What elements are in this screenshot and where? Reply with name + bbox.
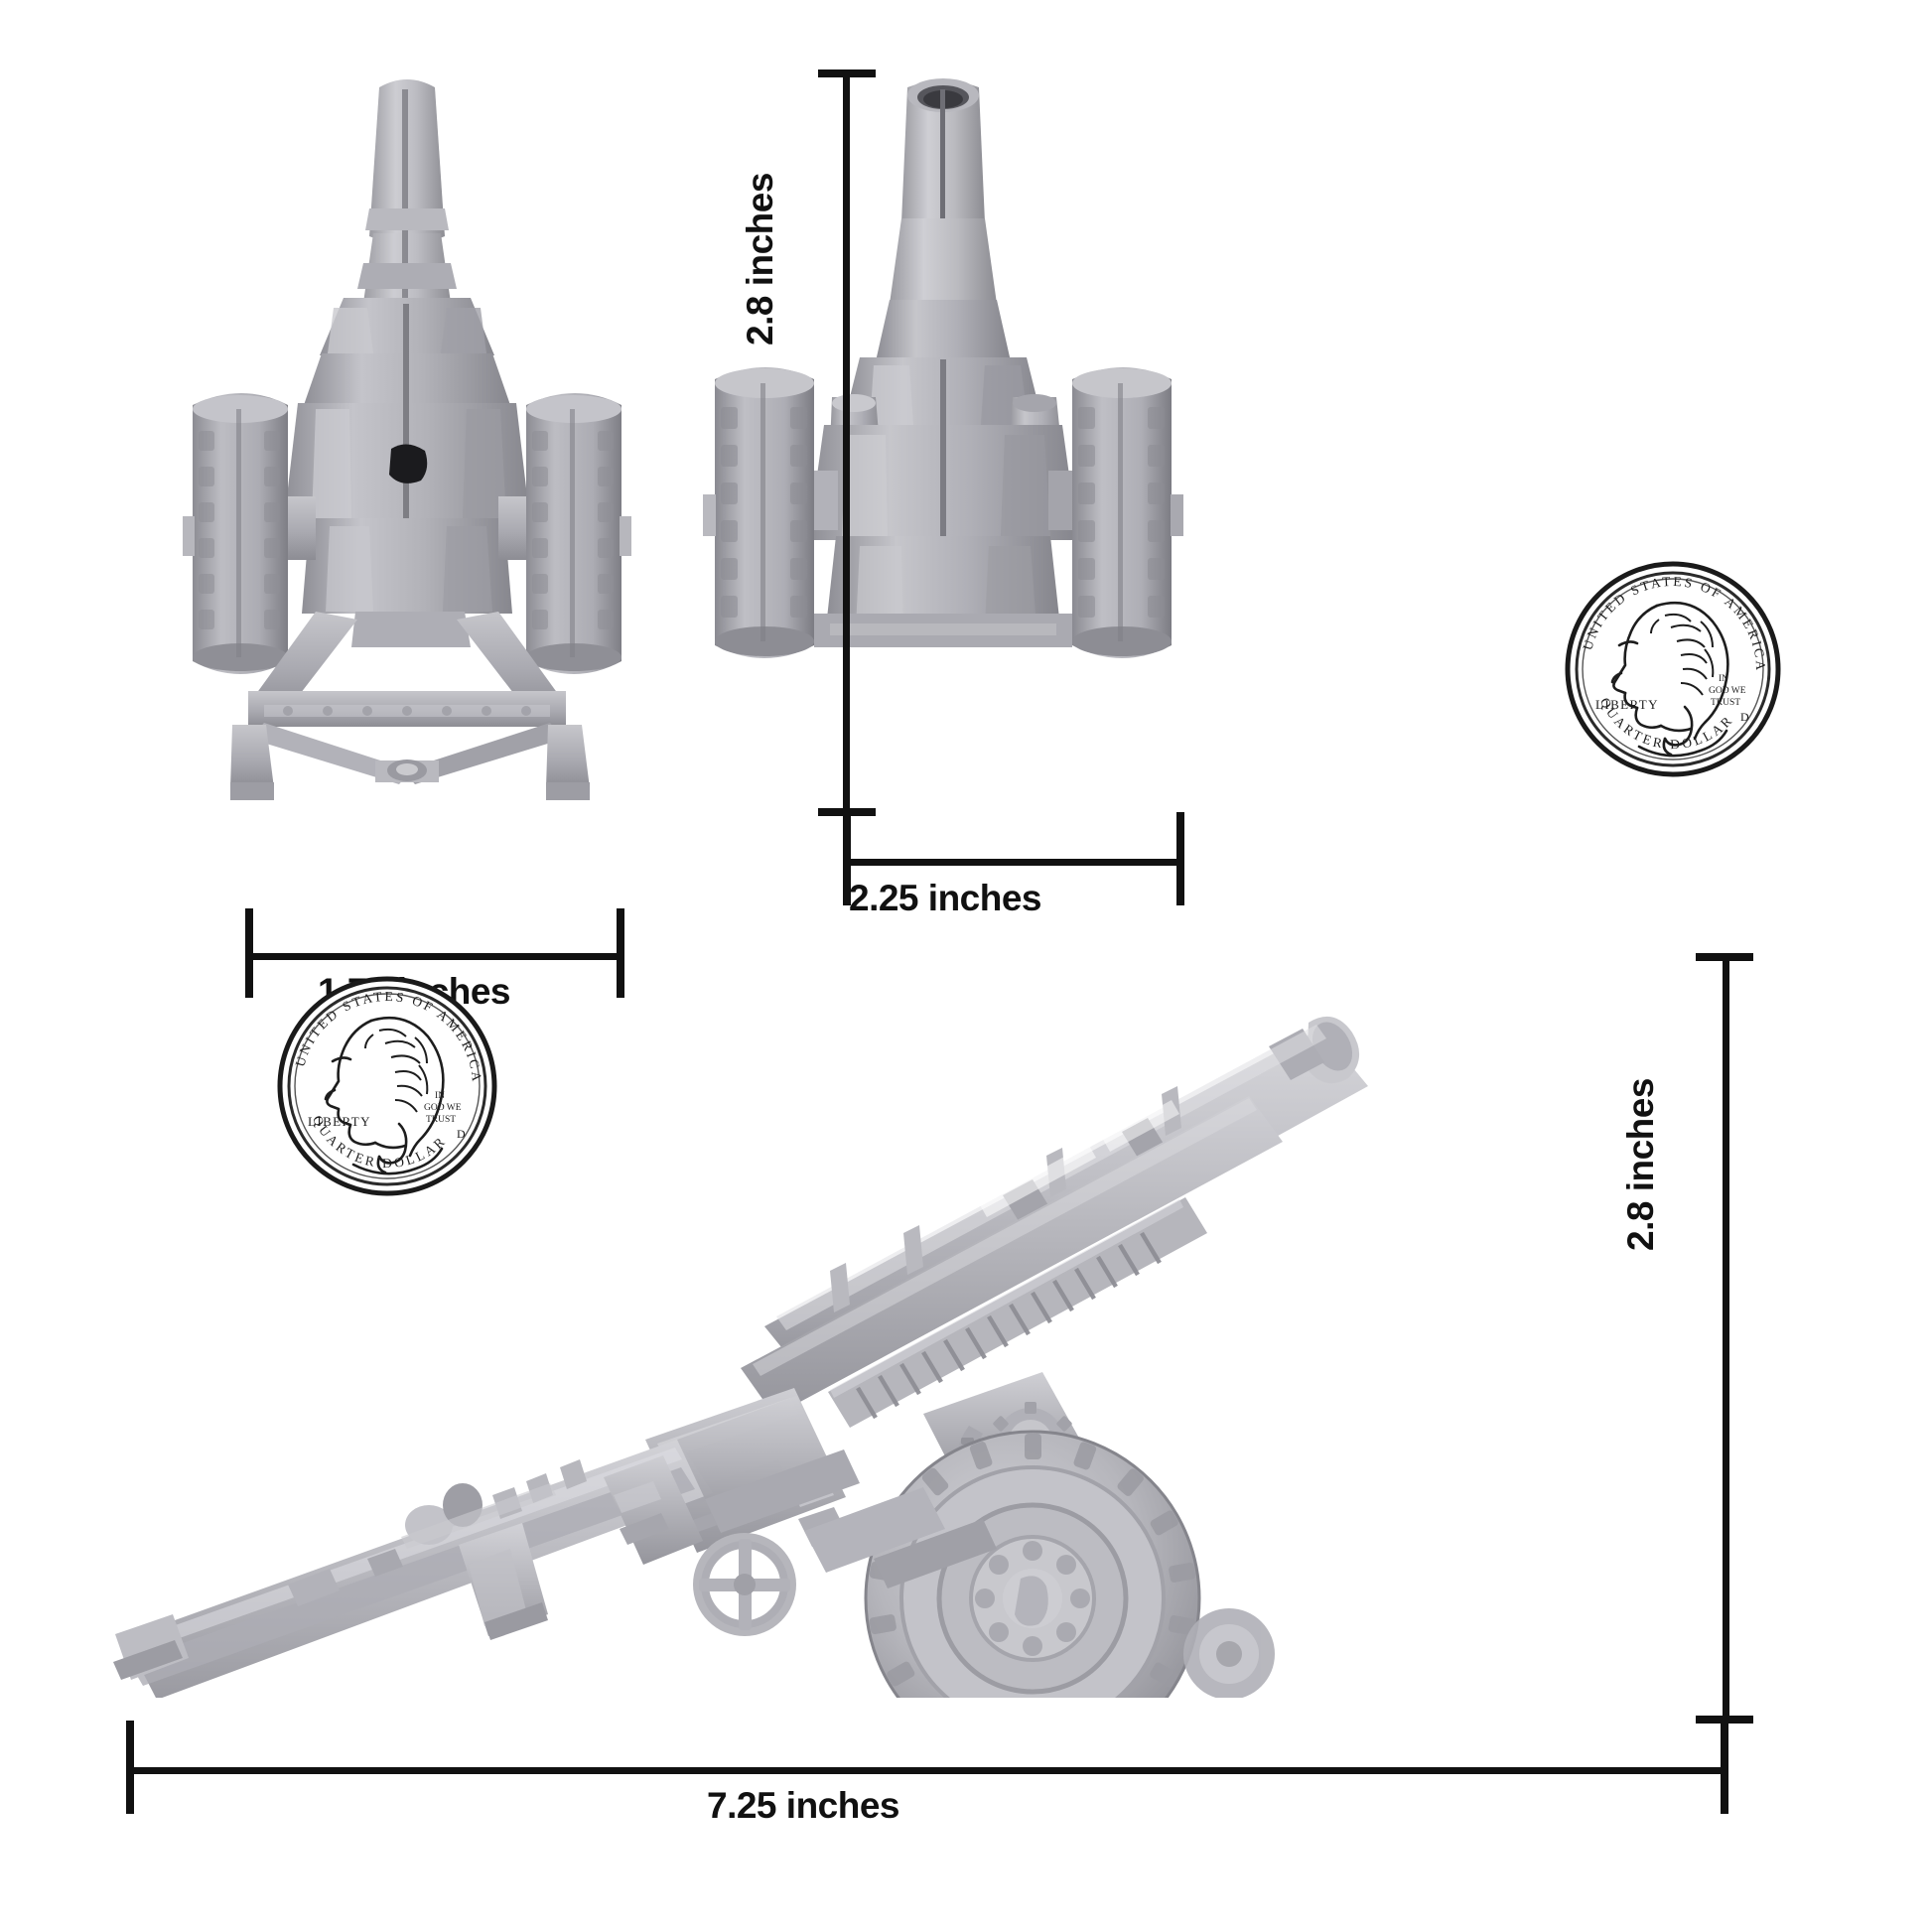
dimension-label-2-25-inches: 2.25 inches bbox=[849, 878, 1042, 918]
coin-liberty-text: LIBERTY bbox=[308, 1114, 371, 1129]
dimension-label-2-8-inches-top: 2.8 inches bbox=[740, 173, 780, 345]
coin-motto-line3: TRUST bbox=[426, 1115, 456, 1125]
quarter-coin-top-right: UNITED STATES OF AMERICA QUARTER DOLLAR … bbox=[1562, 558, 1784, 780]
howitzer-front-view bbox=[695, 69, 1191, 764]
coin-motto-line2: GOD WE bbox=[424, 1103, 462, 1113]
coin-motto-line3: TRUST bbox=[1711, 698, 1740, 708]
dimension-label-7-25-inches: 7.25 inches bbox=[707, 1785, 900, 1826]
howitzer-rear-view bbox=[149, 60, 665, 854]
dimension-label-2-8-inches-bottom: 2.8 inches bbox=[1620, 1078, 1661, 1251]
coin-mintmark: D bbox=[457, 1127, 466, 1141]
howitzer-side-view bbox=[109, 943, 1410, 1698]
coin-motto-line1: IN bbox=[435, 1091, 445, 1101]
coin-motto-line2: GOD WE bbox=[1709, 686, 1746, 696]
coin-liberty-text: LIBERTY bbox=[1595, 697, 1659, 712]
coin-motto-line1: IN bbox=[1719, 674, 1728, 684]
coin-mintmark: D bbox=[1740, 710, 1749, 724]
quarter-coin-bottom-left: UNITED STATES OF AMERICA QUARTER DOLLAR … bbox=[274, 973, 500, 1199]
